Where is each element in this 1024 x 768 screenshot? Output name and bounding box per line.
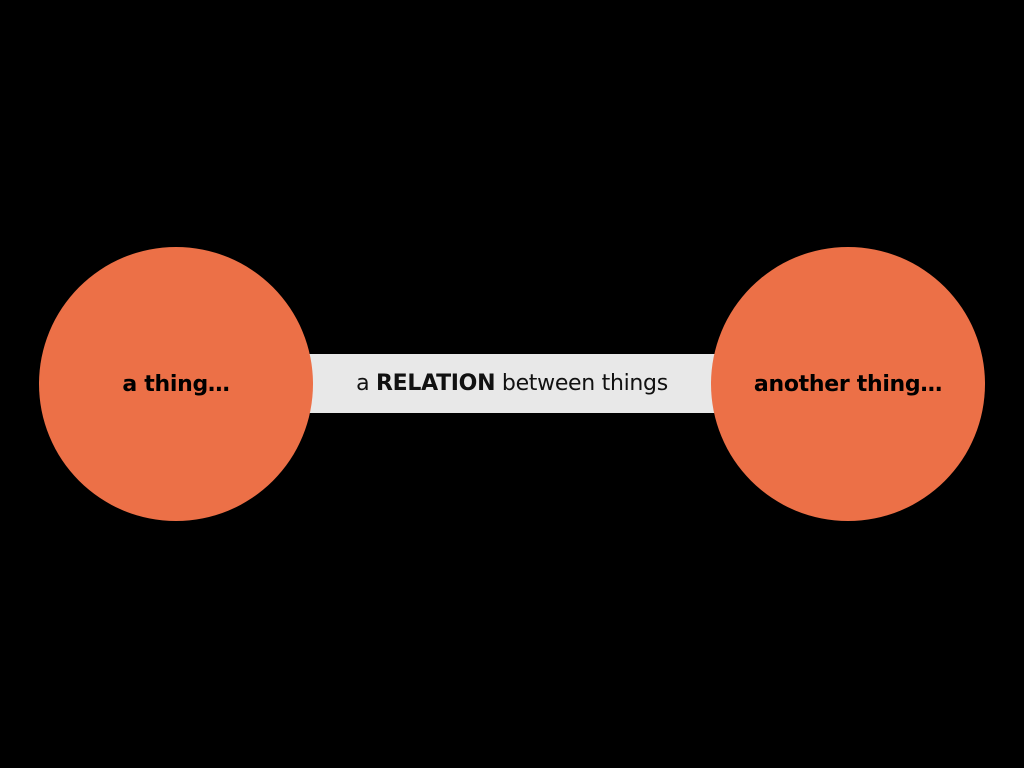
relation-bar: a RELATION between things <box>300 354 724 413</box>
relation-suffix: between things <box>501 371 668 396</box>
thing-node-left: a thing… <box>39 247 313 521</box>
relation-keyword: RELATION <box>375 371 496 396</box>
thing-node-right: another thing… <box>711 247 985 521</box>
thing-node-left-label: a thing… <box>122 371 230 397</box>
relation-prefix: a <box>356 371 370 396</box>
thing-node-right-label: another thing… <box>753 371 943 397</box>
